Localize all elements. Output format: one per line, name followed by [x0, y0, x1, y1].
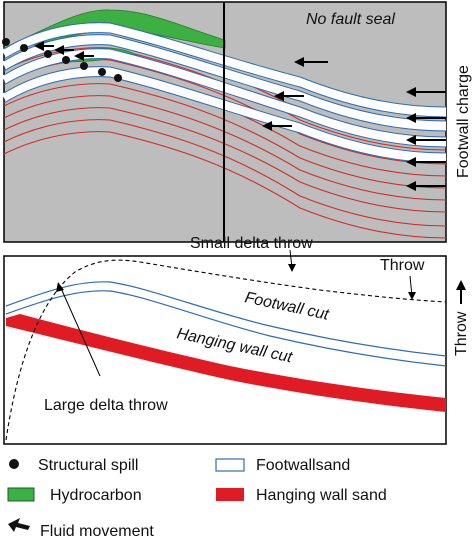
small-delta-throw-label: Small delta throw [190, 235, 313, 252]
fluid-arrow-7-head [274, 91, 284, 101]
fluid-arrow-3 [406, 135, 446, 145]
fluid-arrow-7 [274, 91, 304, 101]
footwall-sand-band [5, 281, 447, 357]
fluid-arrow-2 [406, 113, 446, 123]
footwall-sand-top-edge-4 [3, 66, 447, 154]
footwall-sand-top-edge-2 [3, 34, 447, 122]
spill-point-2 [20, 44, 28, 52]
fluid-arrow-10-head [54, 45, 64, 55]
fluid-arrow-6 [294, 57, 328, 67]
footwall-sand-1 [1, 23, 447, 117]
structural-spill-points [2, 38, 122, 82]
footwall-sand-base-edge-4 [3, 76, 447, 164]
top-panel: No fault seal Footwall charge [1, 1, 472, 243]
footwall-sand-layers [1, 22, 447, 164]
fluid-arrow-1 [406, 87, 446, 97]
legend-hydrocarbon: Hydrocarbon [50, 487, 142, 504]
spill-point-1 [2, 38, 10, 46]
spill-point-4 [62, 56, 70, 64]
fluid-arrow-11 [74, 51, 94, 61]
fluid-arrow-11-head [74, 51, 84, 61]
fluid-movement-arrows [34, 41, 446, 191]
legend-fluid-movement: Fluid movement [40, 523, 154, 540]
hanging-wall-sand-band [6, 314, 446, 412]
hanging-wall-horizon-7 [3, 119, 447, 227]
spill-point-3 [44, 50, 52, 58]
footwall-sand-3 [1, 49, 447, 147]
hanging-wall-horizon-4 [3, 83, 447, 189]
footwall-sand-top-edge-1 [3, 22, 447, 108]
structural-spill-symbol [9, 459, 19, 469]
legend: Structural spill Footwallsand Hydrocarbo… [7, 457, 387, 540]
hanging-wall-horizon-5 [3, 95, 447, 201]
throw-axis-label: Throw [453, 280, 470, 356]
footwall-sand-top-edge-3 [3, 48, 447, 138]
fluid-arrow-1-head [406, 87, 416, 97]
spill-point-7 [114, 74, 122, 82]
bottom-panel-frame [3, 255, 447, 445]
fluid-arrow-5-head [406, 181, 416, 191]
large-delta-throw-label: Large delta throw [44, 397, 168, 414]
top-panel-title: No fault seal [306, 11, 395, 28]
footwall-sand-swatch [215, 458, 245, 472]
footwall-sand-base-edge-1 [3, 32, 447, 118]
hydrocarbon-swatch [7, 487, 35, 502]
fluid-arrow-8 [262, 121, 292, 131]
bottom-panel: Small delta throw Throw Footwall cut Han… [3, 235, 470, 445]
hanging-wall-horizon-6 [3, 107, 447, 213]
footwall-sand-base-edge-2 [3, 44, 447, 132]
fluid-movement-symbol [8, 518, 30, 532]
fluid-arrow-9-head [34, 41, 44, 51]
spill-point-5 [80, 62, 88, 70]
fluid-arrow-6-head [294, 57, 304, 67]
footwall-sand-band-lower-edge [5, 290, 447, 367]
leader-arrowheads [56, 264, 416, 300]
footwall-sand-4 [1, 67, 447, 163]
throw-axis-text: Throw [453, 311, 470, 356]
fluid-arrow-3-head [406, 135, 416, 145]
hanging-wall-sand-swatch [216, 488, 244, 501]
fluid-arrow-4 [406, 157, 446, 167]
throw-label: Throw [380, 257, 425, 274]
footwall-charge-label: Footwall charge [455, 65, 472, 178]
throw-curve [5, 259, 447, 441]
fluid-arrow-8-head [262, 121, 272, 131]
legend-structural-spill: Structural spill [38, 457, 138, 474]
legend-footwall-sand: Footwallsand [256, 457, 350, 474]
footwall-sand-2 [1, 35, 447, 131]
fluid-arrow-2-head [406, 113, 416, 123]
hanging-wall-horizon-8 [3, 131, 447, 239]
fluid-arrow-9 [34, 41, 54, 51]
fluid-arrow-5 [406, 181, 446, 191]
spill-point-6 [98, 68, 106, 76]
legend-hanging-wall-sand: Hanging wall sand [256, 487, 387, 504]
fluid-arrow-10 [54, 45, 74, 55]
fluid-arrow-4-head [406, 157, 416, 167]
